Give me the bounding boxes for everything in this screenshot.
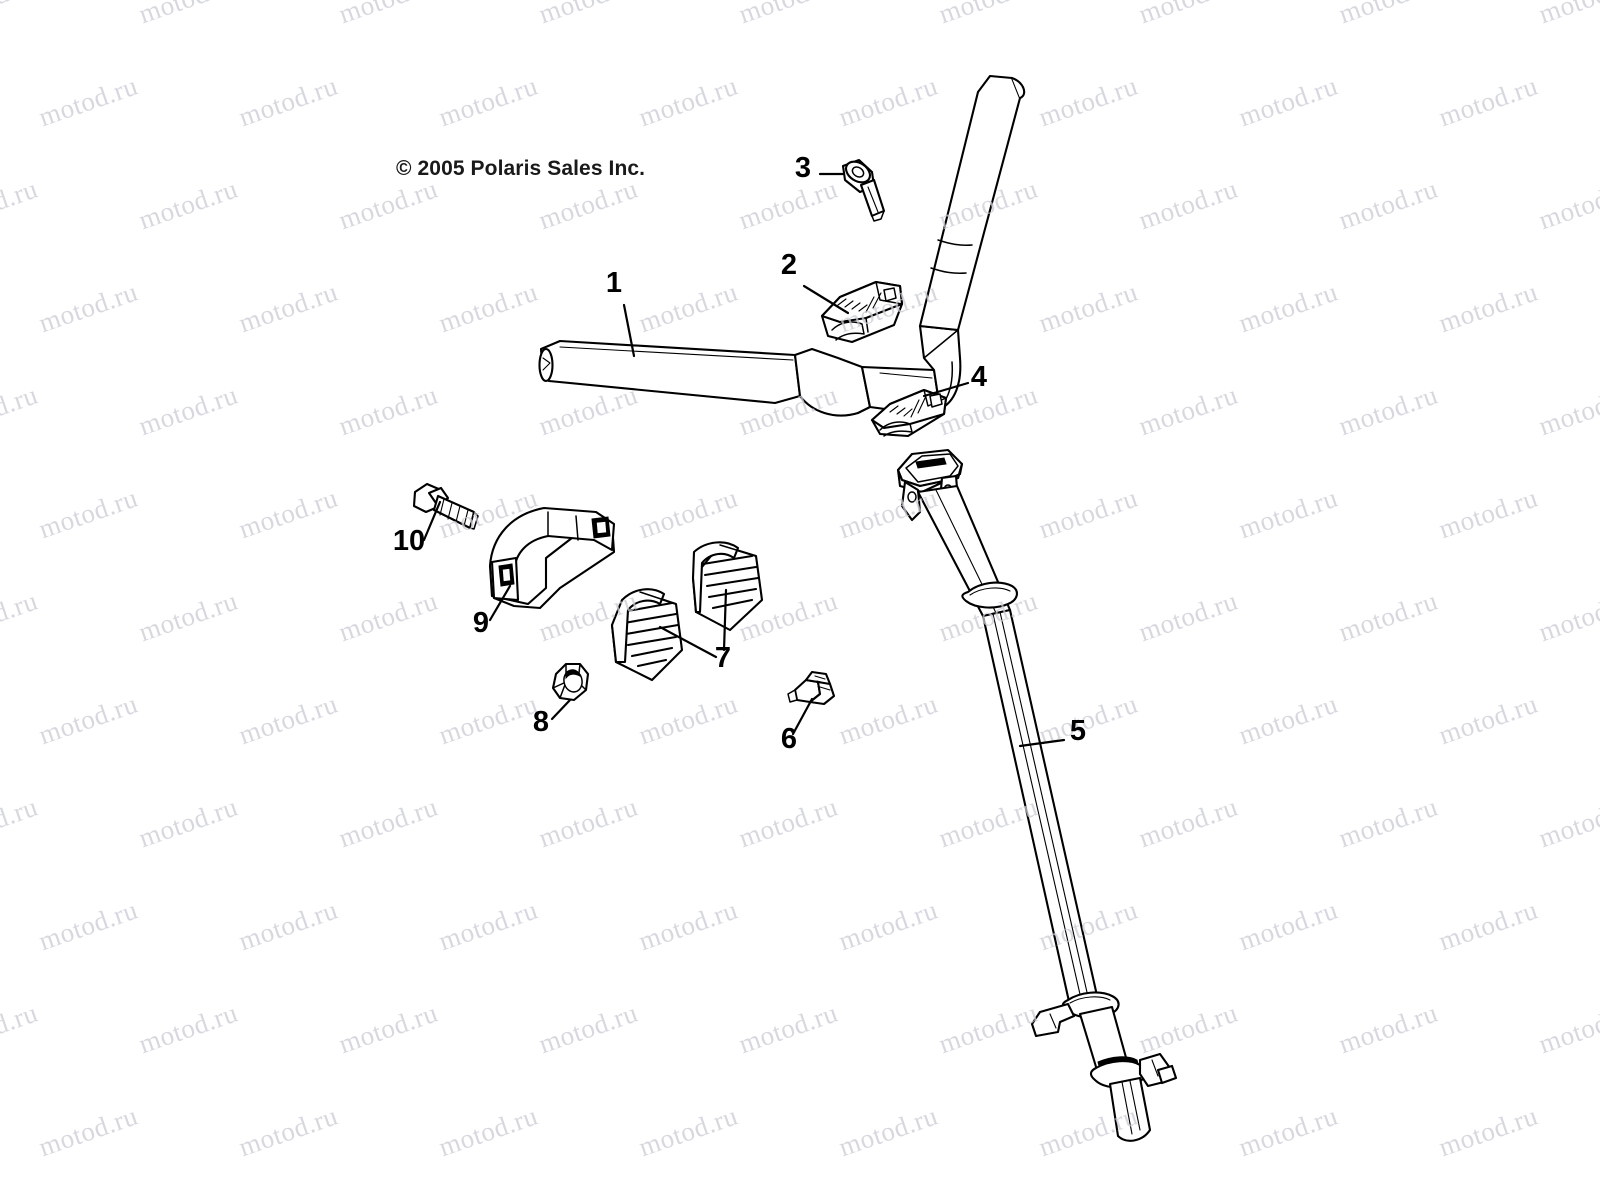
part-steering-post: [896, 448, 1178, 1142]
part-carriage-bolt: [412, 482, 479, 530]
part-clamp-screw: [787, 670, 836, 706]
part-socket-head-cap-screw: [841, 158, 886, 222]
part-handlebar-lower-clamp-block: [870, 388, 948, 438]
part-cable-clamp-left: [610, 588, 684, 682]
part-steering-post-strap-bracket: [488, 506, 616, 610]
part-handlebar-upper-clamp-block: [820, 280, 904, 344]
copyright-notice: © 2005 Polaris Sales Inc.: [396, 157, 646, 180]
part-cable-clamp-right: [691, 541, 764, 632]
part-handlebar: [538, 74, 1026, 417]
part-flange-nut: [551, 662, 590, 702]
